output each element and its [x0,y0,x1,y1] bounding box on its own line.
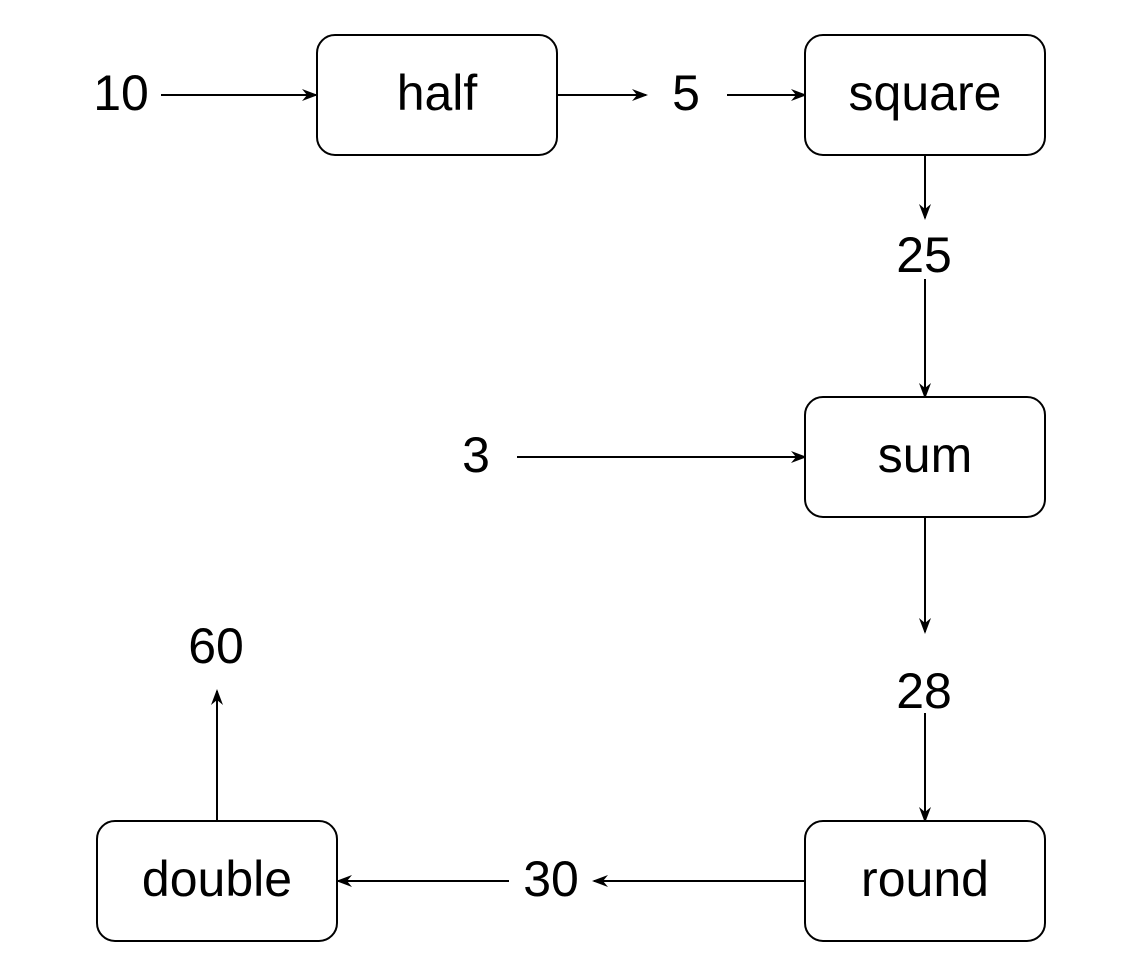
value-10: 10 [93,65,149,121]
node-round: round [804,820,1046,942]
node-square-box [804,34,1046,156]
value-3: 3 [462,427,490,483]
node-double: double [96,820,338,942]
node-round-label: round [861,851,989,907]
value-25: 25 [896,227,952,283]
node-double-box [96,820,338,942]
node-half-box [316,34,558,156]
value-60: 60 [188,618,244,674]
node-sum-label: sum [878,427,972,483]
value-28: 28 [896,663,952,719]
node-sum-box [804,396,1046,518]
node-half-label: half [397,65,478,121]
node-sum: sum [804,396,1046,518]
node-square-label: square [849,65,1002,121]
node-double-label: double [142,851,292,907]
value-30: 30 [523,851,579,907]
node-round-box [804,820,1046,942]
node-square: square [804,34,1046,156]
node-half: half [316,34,558,156]
value-5: 5 [672,65,700,121]
